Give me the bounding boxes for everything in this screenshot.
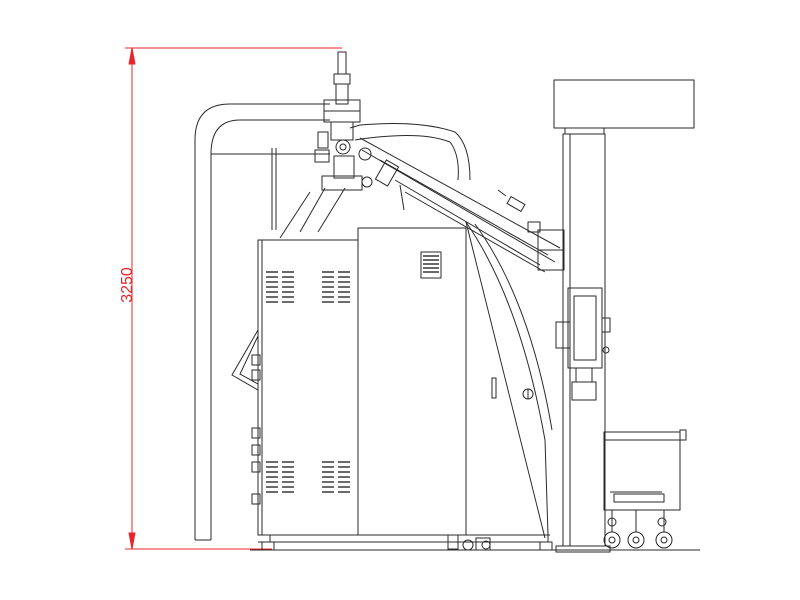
louvre-group-upper-left xyxy=(266,271,350,303)
pressure-gauge-icon xyxy=(335,139,351,155)
vent-louvres xyxy=(266,251,442,493)
arrowhead-bottom-icon xyxy=(128,532,136,550)
inclined-boom xyxy=(279,123,565,273)
support-column xyxy=(562,133,606,547)
side-control-panel xyxy=(231,329,261,505)
door-hardware xyxy=(491,377,534,400)
arrowhead-top-icon xyxy=(128,47,136,65)
louvre-group-lower xyxy=(266,461,350,493)
main-cabinet xyxy=(257,221,553,551)
overhead-display-housing xyxy=(553,79,695,129)
trolley xyxy=(603,429,687,549)
column-with-monitor xyxy=(553,79,695,553)
exhaust-pipe xyxy=(194,103,330,541)
louvre-group-door xyxy=(420,251,442,279)
height-dimension-line xyxy=(125,47,342,550)
wheel-icon xyxy=(655,531,673,549)
valve-stack xyxy=(314,51,373,191)
wheel-icon xyxy=(627,531,645,549)
bottom-fittings xyxy=(447,534,491,551)
wheel-icon xyxy=(603,531,621,549)
height-dimension-label: 3250 xyxy=(119,267,136,303)
operator-screen xyxy=(567,287,603,369)
